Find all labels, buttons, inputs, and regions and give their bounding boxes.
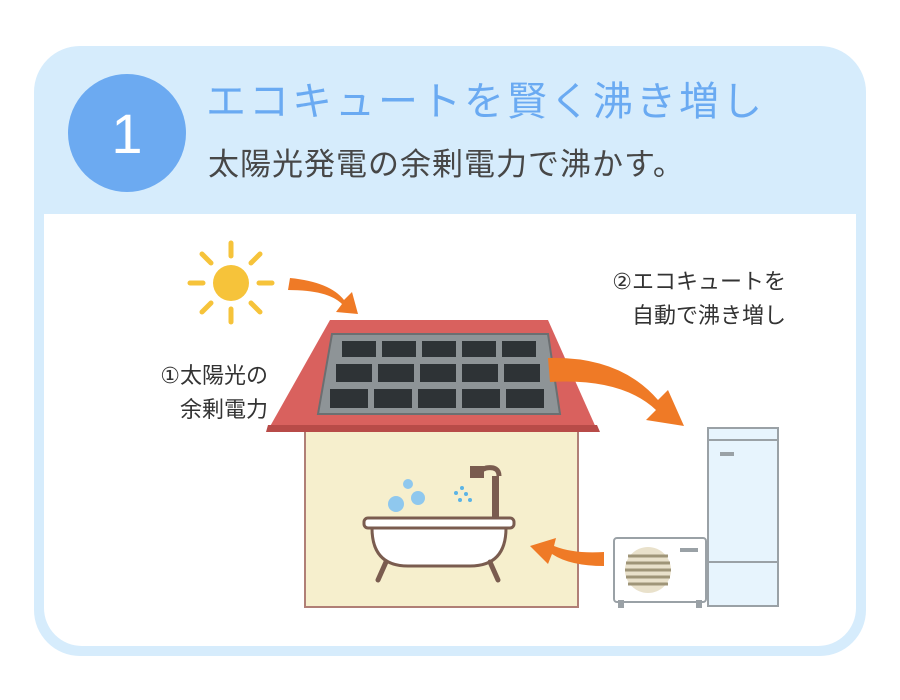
label-surplus-power-line-1: ①太陽光の [160, 364, 268, 389]
house-wall [304, 424, 579, 608]
sun-to-roof-arrow [288, 278, 358, 314]
roof-to-heater-arrow [548, 357, 684, 426]
bathtub-icon [362, 465, 516, 583]
step-number-badge: 1 [68, 74, 186, 192]
hot-water-tank [707, 427, 779, 607]
heat-pump-unit [613, 537, 707, 608]
label-auto-reheat-line-1: ②エコキュートを [612, 270, 786, 295]
page-subtitle: 太陽光発電の余剰電力で沸かす。 [208, 147, 685, 183]
solar-panel [316, 333, 562, 415]
label-auto-reheat: ②エコキュートを 自動で沸き増し [560, 266, 786, 334]
label-surplus-power: ①太陽光の 余剰電力 [128, 360, 268, 428]
heater-to-bath-arrow [530, 538, 604, 566]
sun-icon [187, 240, 275, 325]
page-title: エコキュートを賢く沸き増し [206, 79, 765, 125]
label-auto-reheat-line-2: 自動で沸き増し [631, 304, 786, 329]
step-number: 1 [111, 101, 143, 165]
label-surplus-power-line-2: 余剰電力 [179, 398, 268, 423]
